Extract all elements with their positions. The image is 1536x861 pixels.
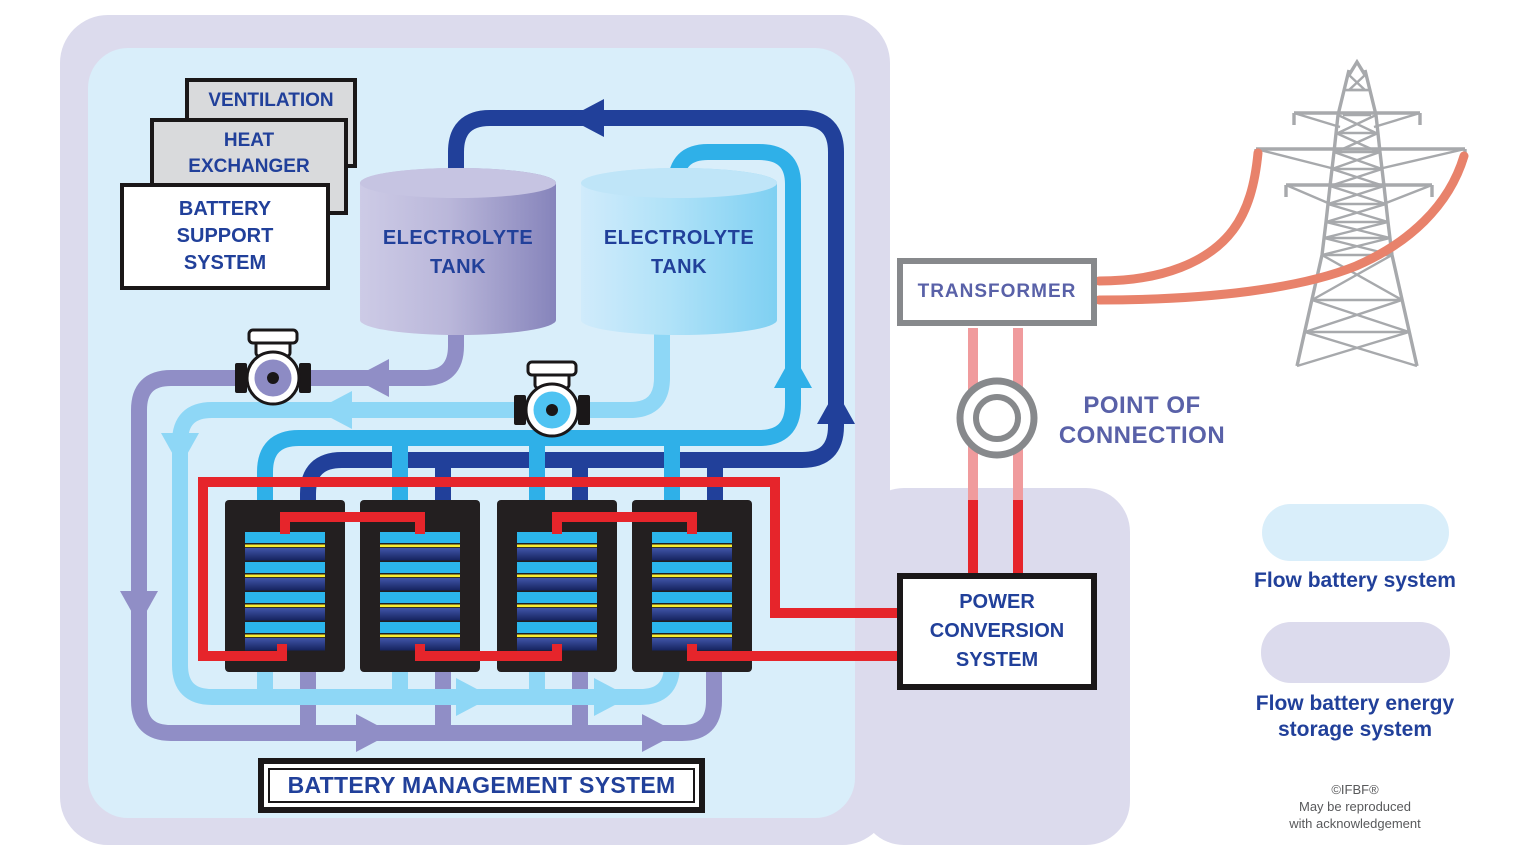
credit-line-3: with acknowledgement [1289, 816, 1421, 831]
battery-support-system-label: BATTERY SUPPORT SYSTEM [176, 198, 274, 274]
battery-management-system-label: BATTERY MANAGEMENT SYSTEM [287, 772, 676, 798]
pale-flow-arrows [161, 391, 630, 716]
legend-swatch-storage [1261, 622, 1450, 683]
pump-cyan-icon [514, 360, 590, 438]
legend-label-flow-battery: Flow battery system [1254, 569, 1456, 592]
ac-connection-lines [956, 328, 1038, 575]
electrolyte-tank-left [360, 168, 556, 335]
battery-management-system-box: BATTERY MANAGEMENT SYSTEM [258, 758, 705, 813]
credit-text: ©IFBF® May be reproduced with acknowledg… [1255, 781, 1455, 832]
pipe-cyan-loop [257, 144, 812, 505]
legend-label-storage: Flow battery energy storage system [1255, 692, 1455, 741]
credit-line-1: ©IFBF® [1331, 782, 1379, 797]
navy-flow-arrows [568, 99, 855, 424]
dc-wiring [198, 477, 899, 661]
battery-support-system-box: BATTERY SUPPORT SYSTEM [120, 183, 330, 290]
pump-purple-icon [235, 328, 311, 406]
power-conversion-system-box: POWER CONVERSION SYSTEM [897, 573, 1097, 690]
transformer-box: TRANSFORMER [897, 258, 1097, 326]
electrolyte-tank-right [581, 168, 777, 335]
legend-swatch-flow-battery [1262, 504, 1449, 561]
battery-stacks [225, 500, 752, 672]
purple-flow-arrows [120, 359, 678, 752]
point-of-connection-icon [956, 377, 1038, 459]
transformer-label: TRANSFORMER [917, 281, 1077, 302]
grid-wires [1094, 148, 1469, 305]
ventilation-label: VENTILATION [208, 90, 334, 111]
credit-line-2: May be reproduced [1298, 799, 1411, 814]
power-conversion-system-label: POWER CONVERSION SYSTEM [929, 591, 1065, 671]
point-of-connection-label: POINT OF CONNECTION [1058, 392, 1226, 449]
pipe-pale-loop [161, 308, 680, 716]
electrolyte-tank-left-label: ELECTROLYTE TANK [382, 227, 534, 278]
electrolyte-tank-right-label: ELECTROLYTE TANK [603, 227, 755, 278]
heat-exchanger-label: HEAT EXCHANGER [188, 130, 310, 177]
cyan-flow-arrow [774, 354, 812, 388]
